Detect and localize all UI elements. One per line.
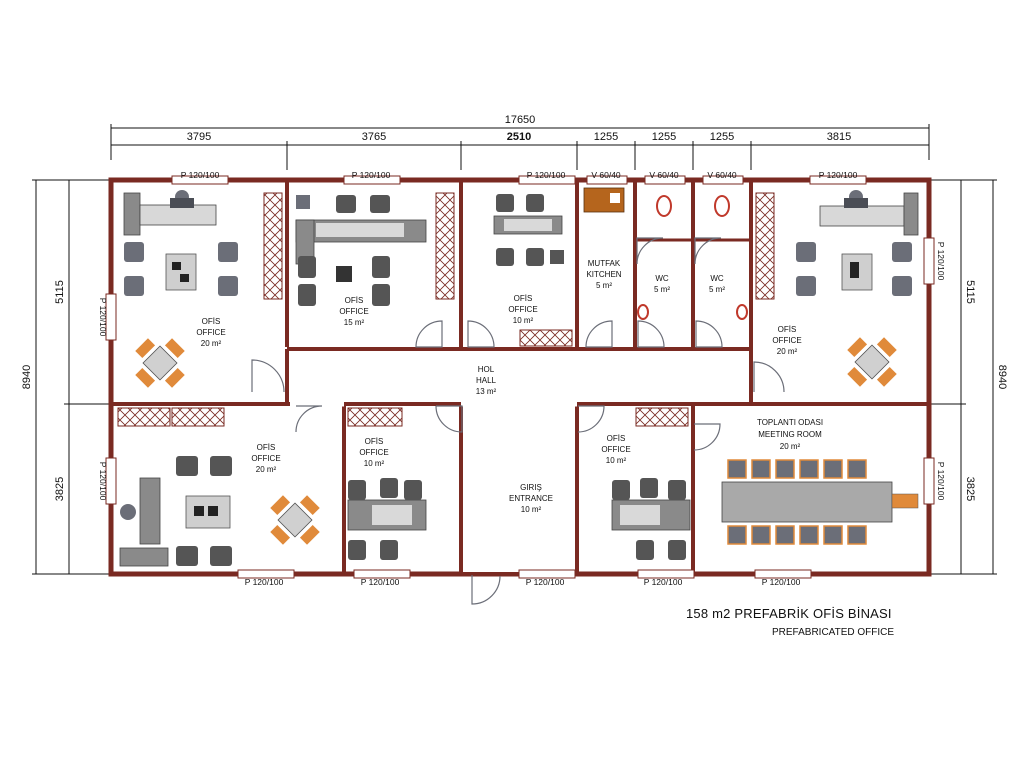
dim-seg-2: 3765 xyxy=(362,131,386,143)
svg-text:OFFICE: OFFICE xyxy=(339,307,368,316)
win-label-b1: P 120/100 xyxy=(245,577,284,587)
room-office-bl: OFİS OFFICE 20 m² xyxy=(251,443,280,474)
doors xyxy=(251,237,785,605)
dim-right-total: 8940 xyxy=(996,365,1008,389)
svg-text:OFİS: OFİS xyxy=(257,443,276,452)
svg-text:WC: WC xyxy=(710,274,724,283)
dim-seg-5: 1255 xyxy=(652,131,676,143)
room-office-10c: OFİS OFFICE 10 m² xyxy=(601,434,630,465)
svg-text:10 m²: 10 m² xyxy=(521,505,542,514)
svg-text:10 m²: 10 m² xyxy=(606,456,627,465)
svg-text:5 m²: 5 m² xyxy=(709,285,725,294)
win-label-1: P 120/100 xyxy=(181,170,220,180)
windows xyxy=(105,175,935,579)
win-label-b4: P 120/100 xyxy=(644,577,683,587)
svg-text:KITCHEN: KITCHEN xyxy=(586,270,621,279)
svg-text:ENTRANCE: ENTRANCE xyxy=(509,494,553,503)
svg-text:OFİS: OFİS xyxy=(365,437,384,446)
dim-seg-1: 3795 xyxy=(187,131,211,143)
svg-text:5 m²: 5 m² xyxy=(596,281,612,290)
room-entrance: GIRIŞ ENTRANCE 10 m² xyxy=(509,483,553,514)
svg-text:OFİS: OFİS xyxy=(514,294,533,303)
svg-text:HALL: HALL xyxy=(476,376,497,385)
win-label-right-1: P 120/100 xyxy=(936,242,946,281)
svg-text:GIRIŞ: GIRIŞ xyxy=(520,483,542,492)
room-office-15: OFİS OFFICE 15 m² xyxy=(339,296,368,327)
svg-text:5 m²: 5 m² xyxy=(654,285,670,294)
win-label-b3: P 120/100 xyxy=(526,577,565,587)
svg-text:OFİS: OFİS xyxy=(345,296,364,305)
svg-text:MEETING ROOM: MEETING ROOM xyxy=(758,430,822,439)
svg-text:TOPLANTI ODASI: TOPLANTI ODASI xyxy=(757,418,823,427)
room-office-tr: OFİS OFFICE 20 m² xyxy=(772,325,801,356)
svg-text:OFFICE: OFFICE xyxy=(772,336,801,345)
dim-seg-6: 1255 xyxy=(710,131,734,143)
plan-subtitle: PREFABRICATED OFFICE xyxy=(772,627,895,638)
room-office-tl: OFİS OFFICE 20 m² xyxy=(196,317,225,348)
svg-text:OFFICE: OFFICE xyxy=(601,445,630,454)
dim-total: 17650 xyxy=(505,114,536,126)
svg-text:OFİS: OFİS xyxy=(202,317,221,326)
svg-text:MUTFAK: MUTFAK xyxy=(588,259,621,268)
svg-text:20 m²: 20 m² xyxy=(201,339,222,348)
svg-text:OFİS: OFİS xyxy=(778,325,797,334)
dim-left-bottom: 3825 xyxy=(54,477,66,501)
plan-title: 158 m2 PREFABRİK OFİS BİNASI xyxy=(686,606,892,621)
svg-text:OFFICE: OFFICE xyxy=(359,448,388,457)
svg-text:20 m²: 20 m² xyxy=(256,465,277,474)
svg-text:20 m²: 20 m² xyxy=(777,347,798,356)
win-label-7: P 120/100 xyxy=(819,170,858,180)
dim-seg-7: 3815 xyxy=(827,131,851,143)
svg-text:10 m²: 10 m² xyxy=(364,459,385,468)
room-kitchen: MUTFAK KITCHEN 5 m² xyxy=(586,259,621,290)
room-wc-2: WC 5 m² xyxy=(709,274,725,294)
dim-seg-4: 1255 xyxy=(594,131,618,143)
win-label-2: P 120/100 xyxy=(352,170,391,180)
svg-text:20 m²: 20 m² xyxy=(780,442,801,451)
room-office-10a: OFİS OFFICE 10 m² xyxy=(508,294,537,325)
svg-text:WC: WC xyxy=(655,274,669,283)
svg-text:15 m²: 15 m² xyxy=(344,318,365,327)
svg-text:10 m²: 10 m² xyxy=(513,316,534,325)
win-label-b5: P 120/100 xyxy=(762,577,801,587)
svg-text:OFFICE: OFFICE xyxy=(196,328,225,337)
cabinets xyxy=(117,192,775,427)
win-label-b2: P 120/100 xyxy=(361,577,400,587)
svg-text:13 m²: 13 m² xyxy=(476,387,497,396)
win-label-3: P 120/100 xyxy=(527,170,566,180)
win-label-6: V 60/40 xyxy=(707,170,737,180)
svg-text:OFFICE: OFFICE xyxy=(251,454,280,463)
dim-seg-3: 2510 xyxy=(507,131,531,143)
win-label-left-2: P 120/100 xyxy=(98,462,108,501)
entrance-floor xyxy=(463,404,575,572)
hall-floor xyxy=(289,351,749,402)
room-meeting: TOPLANTI ODASI MEETING ROOM 20 m² xyxy=(757,418,823,451)
svg-text:HOL: HOL xyxy=(478,365,495,374)
dim-left-top: 5115 xyxy=(54,280,66,304)
win-label-right-2: P 120/100 xyxy=(936,462,946,501)
dim-right-bottom: 3825 xyxy=(964,477,976,501)
room-wc-1: WC 5 m² xyxy=(654,274,670,294)
win-label-left-1: P 120/100 xyxy=(98,298,108,337)
win-label-4: V 60/40 xyxy=(591,170,621,180)
furniture xyxy=(119,187,919,567)
room-office-10b: OFİS OFFICE 10 m² xyxy=(359,437,388,468)
dim-right-top: 5115 xyxy=(964,280,976,304)
svg-text:OFFICE: OFFICE xyxy=(508,305,537,314)
dim-left-total: 8940 xyxy=(21,365,33,389)
win-label-5: V 60/40 xyxy=(649,170,679,180)
dimension-lines xyxy=(32,124,997,575)
room-hall: HOL HALL 13 m² xyxy=(476,365,497,396)
svg-text:OFİS: OFİS xyxy=(607,434,626,443)
